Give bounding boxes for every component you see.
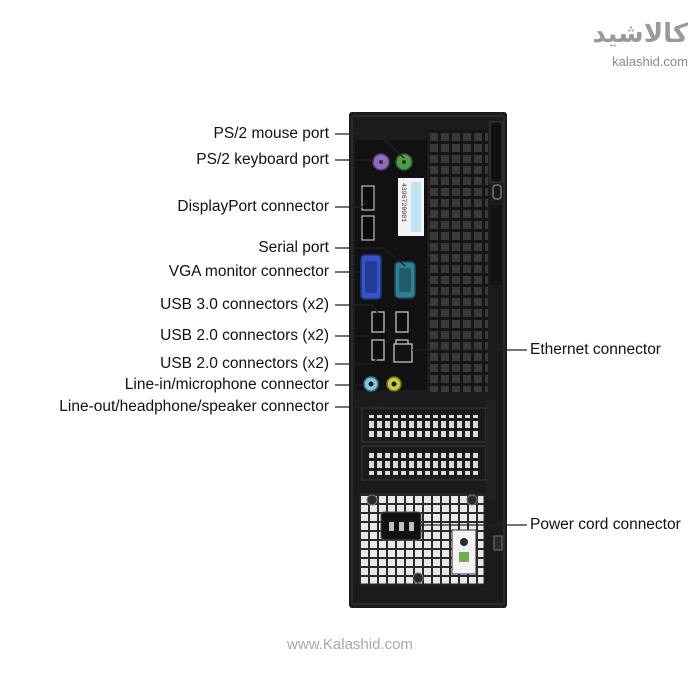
label-usb20-b: USB 2.0 connectors (x2) [160, 355, 329, 372]
usb30-port-2 [395, 311, 409, 333]
barcode-sticker: 4396720001 [398, 178, 424, 236]
psu-led [460, 538, 468, 546]
thumbscrew-left [366, 494, 378, 506]
power-pin-2 [399, 522, 404, 531]
top-vent-grill [430, 130, 488, 392]
label-serial: Serial port [258, 239, 329, 256]
leader-serial [335, 247, 406, 267]
label-line-out: Line-out/headphone/speaker connector [59, 398, 329, 415]
line-in-hole [368, 381, 374, 387]
watermark-brand-persian: کالاشید [592, 18, 688, 48]
power-pin-1 [389, 522, 394, 531]
label-usb20-a: USB 2.0 connectors (x2) [160, 327, 329, 344]
leader-ps2-mouse [335, 133, 405, 159]
usb30-port-1 [371, 311, 385, 333]
label-usb30: USB 3.0 connectors (x2) [160, 296, 329, 313]
usb20-port-1 [371, 339, 385, 361]
case-edge [351, 115, 505, 605]
side-small-vent [490, 205, 502, 285]
label-ethernet: Ethernet connector [530, 341, 661, 358]
sticker-code: 4396720001 [400, 183, 407, 222]
leader-line-out [335, 390, 395, 408]
label-ps2-keyboard: PS/2 keyboard port [196, 151, 329, 168]
leader-usb20-b [335, 357, 379, 365]
expansion-slot-2-vent [368, 453, 480, 475]
label-line-in: Line-in/microphone connector [124, 376, 329, 393]
line-out-hole [391, 381, 397, 387]
slot-bracket [486, 400, 496, 500]
label-power: Power cord connector [530, 516, 681, 533]
leader-displayport [335, 199, 369, 208]
ethernet-connector [393, 343, 413, 363]
label-ps2-mouse: PS/2 mouse port [213, 125, 329, 142]
case-foot-screw [493, 535, 503, 551]
leader-usb30 [335, 304, 379, 314]
serial-inner [399, 268, 411, 292]
watermark-brand-latin: kalashid.com [612, 54, 688, 69]
displayport-connector-top [361, 185, 375, 211]
power-pin-3 [409, 522, 414, 531]
ps2-keyboard-pin [379, 160, 383, 164]
psu-green-indicator [459, 552, 469, 562]
label-displayport: DisplayPort connector [177, 198, 329, 215]
watermark-footer-url: www.Kalashid.com [287, 636, 413, 653]
vga-inner [365, 261, 377, 293]
label-vga: VGA monitor connector [168, 263, 329, 280]
thumbscrew-bottom [412, 572, 424, 584]
side-latch [489, 121, 503, 183]
expansion-slot-1-vent [368, 415, 480, 437]
displayport-connector-bottom [361, 215, 375, 241]
leader-lines [335, 133, 527, 526]
thumbscrew-right [466, 494, 478, 506]
ps2-mouse-pin [402, 160, 406, 164]
side-ring [492, 184, 502, 200]
